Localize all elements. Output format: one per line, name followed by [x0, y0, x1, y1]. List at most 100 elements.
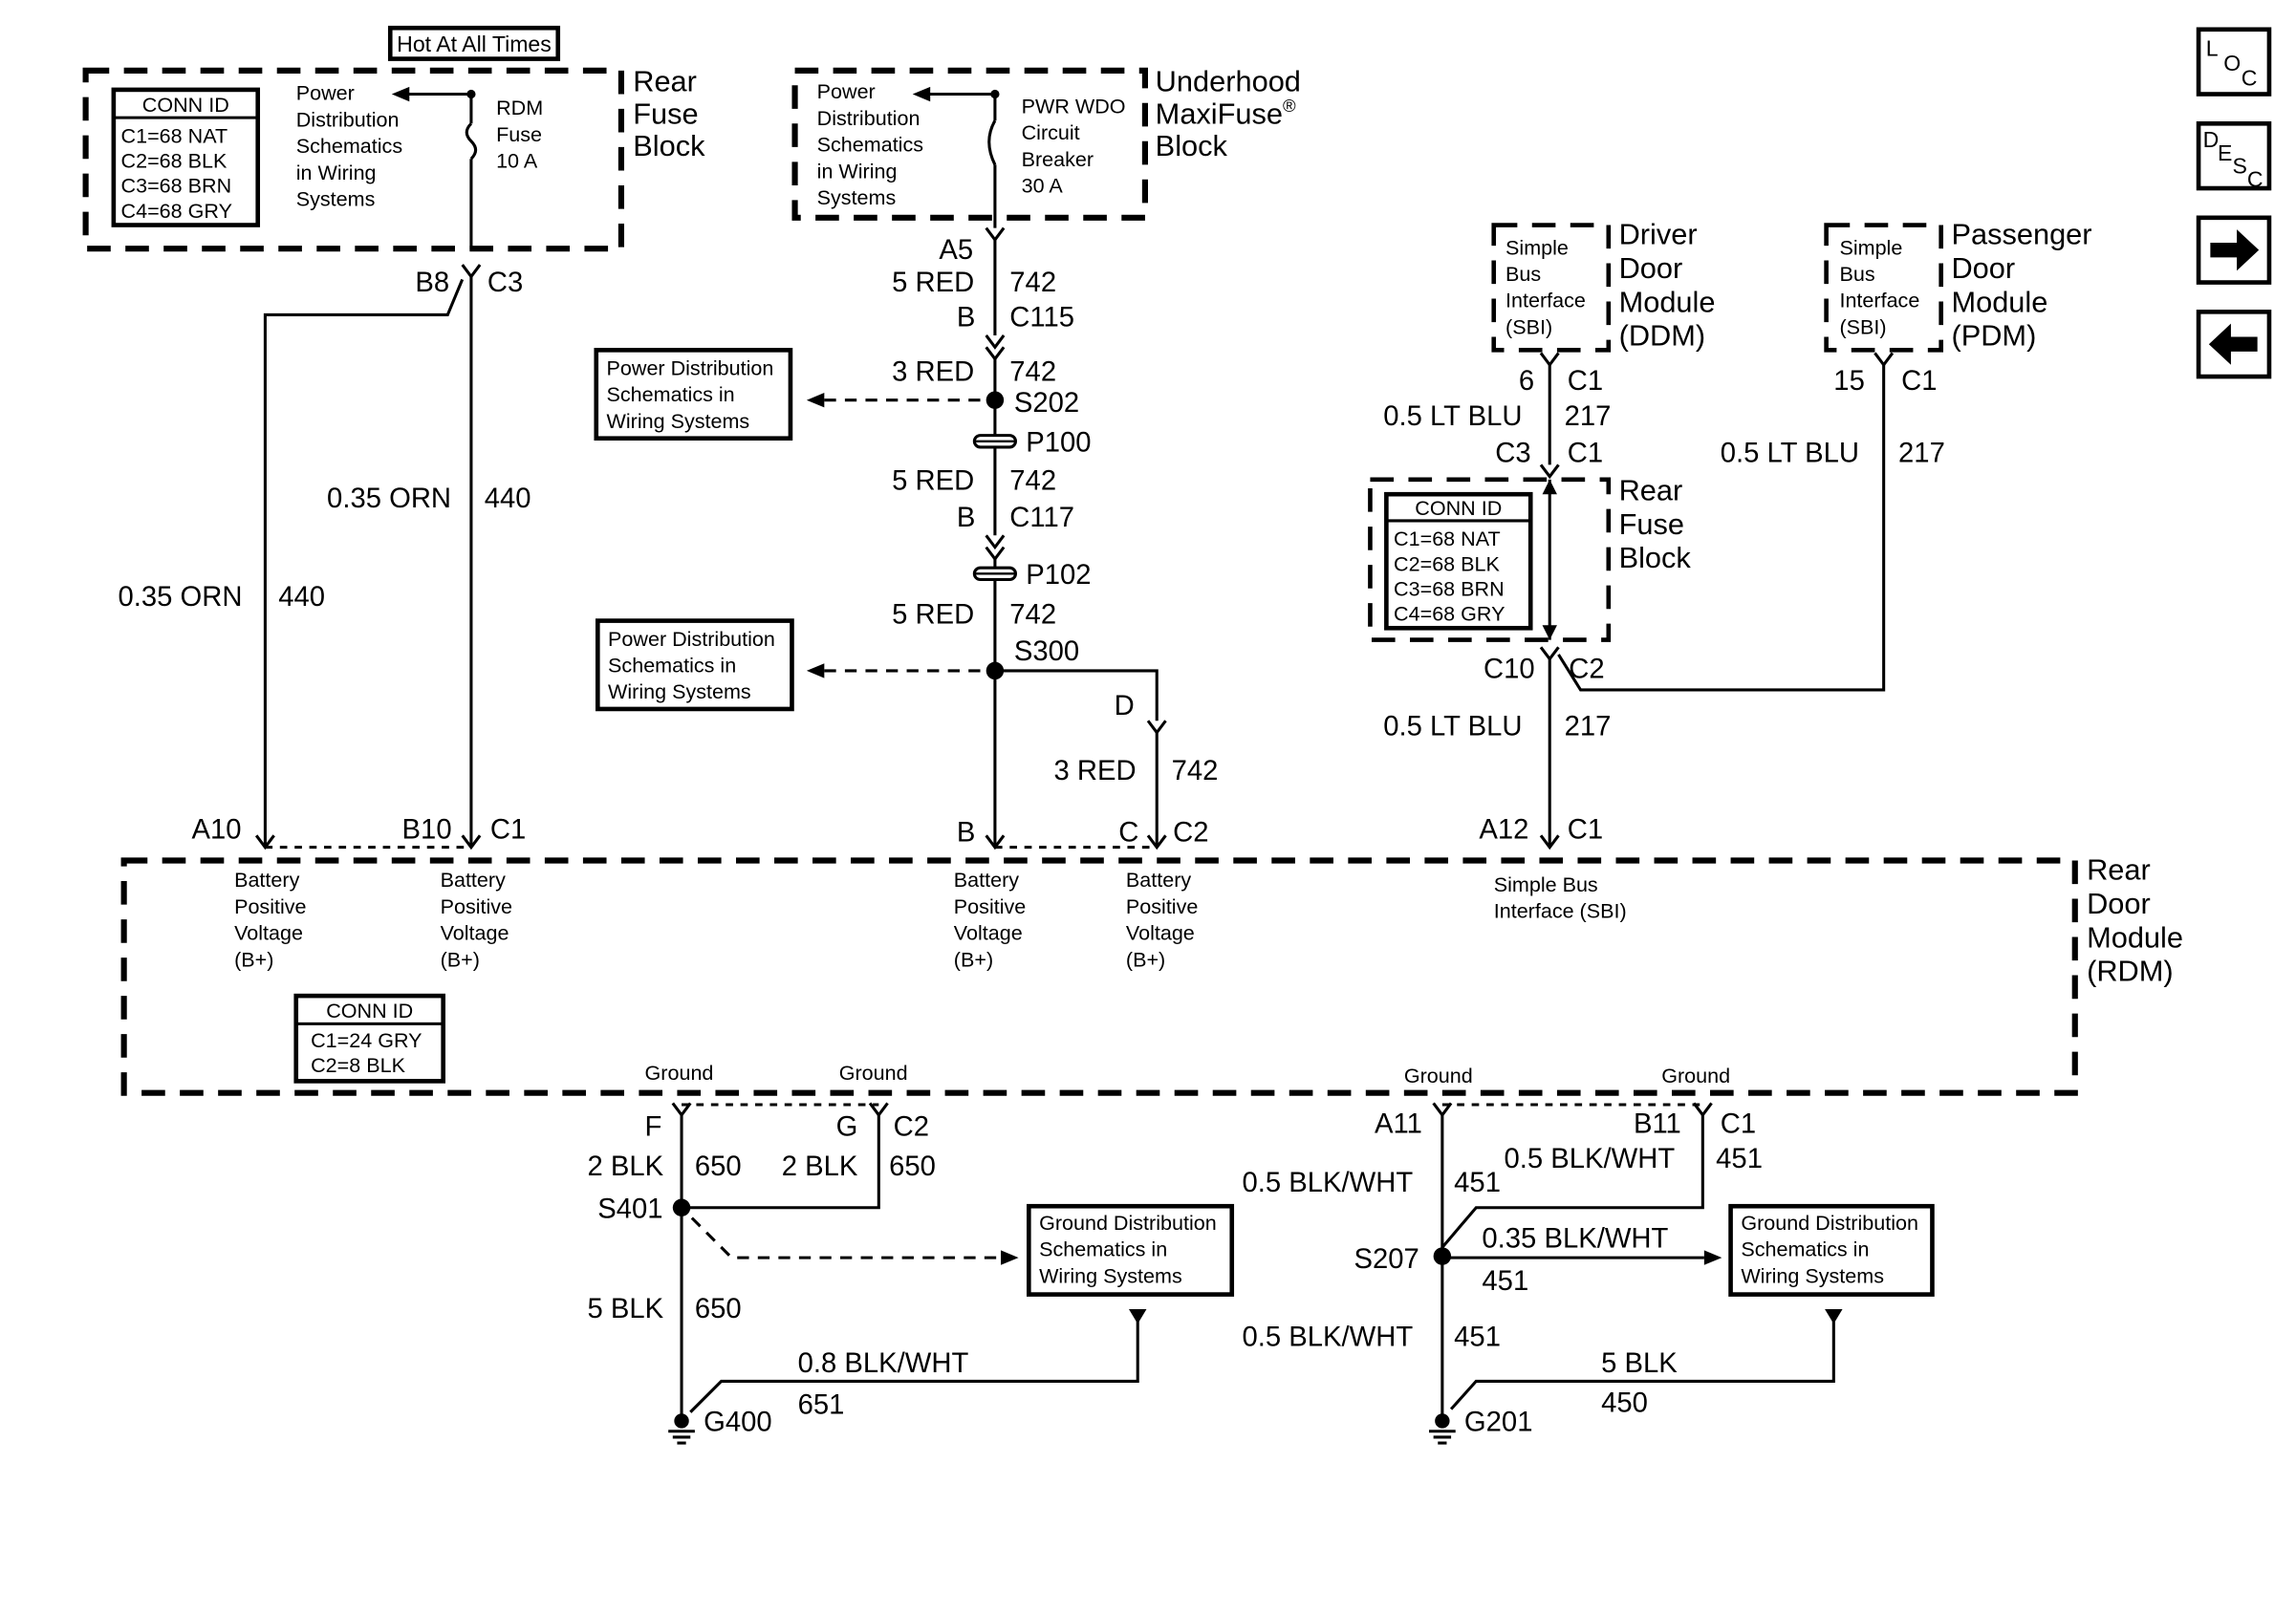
- svg-text:C: C: [2247, 166, 2264, 191]
- loc-button[interactable]: L O C: [2196, 27, 2272, 97]
- pwr-wdo-label: PWR WDO Circuit Breaker 30 A: [1022, 95, 1126, 198]
- rdm-conn-id: CONN ID C1=24 GRY C2=8 BLK: [293, 993, 445, 1084]
- connector-rfb-c3-icon: [1539, 463, 1560, 480]
- connector-rdm-c1-sbi: C1: [1568, 814, 1603, 845]
- underhood-power-dist-text: Power Distribution Schematics in Wiring …: [817, 79, 923, 209]
- svg-text:Voltage: Voltage: [954, 921, 1023, 945]
- underhood-block-title: Underhood MaxiFuse® Block: [1156, 64, 1301, 162]
- down-arrow-icon: [1542, 625, 1557, 640]
- svg-text:Power: Power: [296, 81, 355, 105]
- svg-text:Battery: Battery: [1126, 868, 1191, 892]
- svg-text:Module: Module: [2087, 920, 2183, 954]
- rdm-sbi-label: Simple Bus Interface (SBI): [1494, 872, 1627, 923]
- wire-number-451-3: 451: [1482, 1266, 1528, 1297]
- hot-at-all-times-label: Hot At All Times: [397, 32, 552, 56]
- svg-text:Door: Door: [1951, 251, 2015, 285]
- svg-text:Positive: Positive: [1126, 894, 1198, 918]
- svg-text:(B+): (B+): [441, 947, 480, 971]
- batt-pos-a10-label: Battery Positive Voltage (B+): [234, 868, 306, 971]
- left-arrow-icon: [806, 392, 825, 408]
- prev-button[interactable]: [2196, 310, 2272, 379]
- next-button[interactable]: [2196, 215, 2272, 285]
- svg-text:Power Distribution: Power Distribution: [607, 356, 774, 380]
- svg-text:(SBI): (SBI): [1839, 314, 1886, 338]
- svg-text:Voltage: Voltage: [441, 921, 509, 945]
- wire-label-blkwht-05-2: 0.5 BLK/WHT: [1243, 1168, 1414, 1198]
- pin-6: 6: [1519, 366, 1534, 397]
- svg-text:Fuse: Fuse: [633, 97, 698, 130]
- rear-fuse-block-2-title: Rear Fuse Block: [1619, 473, 1692, 574]
- ground-label-b11: Ground: [1661, 1064, 1730, 1087]
- batt-pos-b-label: Battery Positive Voltage (B+): [954, 868, 1026, 971]
- svg-text:Voltage: Voltage: [1126, 921, 1195, 945]
- svg-text:Schematics in: Schematics in: [607, 382, 735, 406]
- wire-number-650-2: 650: [889, 1151, 936, 1182]
- connector-b10-icon: [461, 834, 482, 850]
- left-arrow-icon: [806, 663, 825, 678]
- svg-text:(B+): (B+): [234, 947, 273, 971]
- pdm-sbi-text: Simple Bus Interface (SBI): [1839, 235, 1919, 338]
- right-arrow-icon: [1001, 1250, 1019, 1265]
- connector-ddm-c1: C1: [1568, 366, 1603, 397]
- ground-dist-box-1[interactable]: Ground Distribution Schematics in Wiring…: [1027, 1203, 1235, 1297]
- batt-pos-b10-label: Battery Positive Voltage (B+): [441, 868, 512, 971]
- connector-c2-rfb: C2: [1569, 655, 1604, 685]
- power-dist-box-1[interactable]: Power Distribution Schematics in Wiring …: [594, 348, 793, 441]
- svg-text:C1=68 NAT: C1=68 NAT: [1394, 527, 1501, 550]
- desc-button[interactable]: D E S C: [2196, 120, 2272, 191]
- wire-number-742-2: 742: [1009, 357, 1056, 388]
- ground-label-a11: Ground: [1404, 1064, 1473, 1087]
- svg-text:Simple: Simple: [1839, 235, 1902, 259]
- pin-a5: A5: [939, 235, 973, 266]
- svg-text:Rear: Rear: [1619, 473, 1683, 506]
- ground-dist-link-1: [690, 1216, 1002, 1259]
- pin-15: 15: [1833, 366, 1865, 397]
- svg-text:Schematics in: Schematics in: [1039, 1237, 1167, 1261]
- wire-label-blkwht-05-1: 0.5 BLK/WHT: [1505, 1144, 1676, 1174]
- wire-number-440-2: 440: [278, 582, 325, 613]
- svg-text:Rear: Rear: [2087, 853, 2151, 887]
- svg-text:Systems: Systems: [296, 187, 376, 211]
- svg-text:30 A: 30 A: [1022, 174, 1064, 198]
- power-dist-box-2[interactable]: Power Distribution Schematics in Wiring …: [595, 618, 794, 712]
- pin-b11: B11: [1634, 1108, 1681, 1139]
- svg-text:Positive: Positive: [234, 894, 306, 918]
- svg-text:Rear: Rear: [633, 64, 697, 97]
- pdm-sbi-outline: [1824, 223, 1943, 353]
- wire-number-217-1: 217: [1565, 401, 1612, 432]
- svg-text:Driver: Driver: [1619, 218, 1698, 251]
- pin-g: G: [836, 1111, 858, 1142]
- fuse-icon: [465, 122, 478, 161]
- svg-text:Power Distribution: Power Distribution: [608, 627, 775, 651]
- wire-label-red5-1: 5 RED: [892, 268, 974, 298]
- pin-a10: A10: [191, 814, 241, 845]
- ground-g400: G400: [704, 1408, 772, 1438]
- ddm-sbi-text: Simple Bus Interface (SBI): [1505, 235, 1586, 338]
- wire-label-red3-2: 3 RED: [1053, 756, 1136, 786]
- wire-number-742-3: 742: [1009, 466, 1056, 497]
- svg-text:Positive: Positive: [441, 894, 512, 918]
- rear-fuse-power-dist-text: Power Distribution Schematics in Wiring …: [296, 81, 402, 211]
- svg-text:Schematics: Schematics: [296, 134, 402, 158]
- pin-b-rdm: B: [957, 817, 975, 848]
- svg-text:Ground Distribution: Ground Distribution: [1039, 1211, 1217, 1235]
- svg-text:CONN ID: CONN ID: [1415, 496, 1502, 520]
- connector-rdm-c2-bottom: C2: [894, 1111, 929, 1142]
- connector-pdm-c1-icon: [1874, 352, 1895, 368]
- wire-label-red5-2: 5 RED: [892, 466, 974, 497]
- svg-text:Circuit: Circuit: [1022, 120, 1080, 144]
- svg-text:Battery: Battery: [441, 868, 506, 892]
- splice-s401: S401: [597, 1194, 662, 1225]
- right-arrow-icon: [2210, 229, 2260, 271]
- svg-text:Distribution: Distribution: [817, 106, 921, 130]
- wire-label-orn-1: 0.35 ORN: [327, 484, 451, 514]
- svg-text:Passenger: Passenger: [1951, 218, 2091, 251]
- ground-dist-box-2[interactable]: Ground Distribution Schematics in Wiring…: [1728, 1203, 1935, 1297]
- svg-text:(B+): (B+): [954, 947, 993, 971]
- wire-label-blk2-2: 2 BLK: [782, 1151, 858, 1182]
- svg-text:10 A: 10 A: [496, 148, 538, 172]
- svg-text:L: L: [2206, 35, 2219, 60]
- wire-742-branch: [994, 669, 1159, 721]
- wire-label-ltblu-1: 0.5 LT BLU: [1383, 401, 1522, 432]
